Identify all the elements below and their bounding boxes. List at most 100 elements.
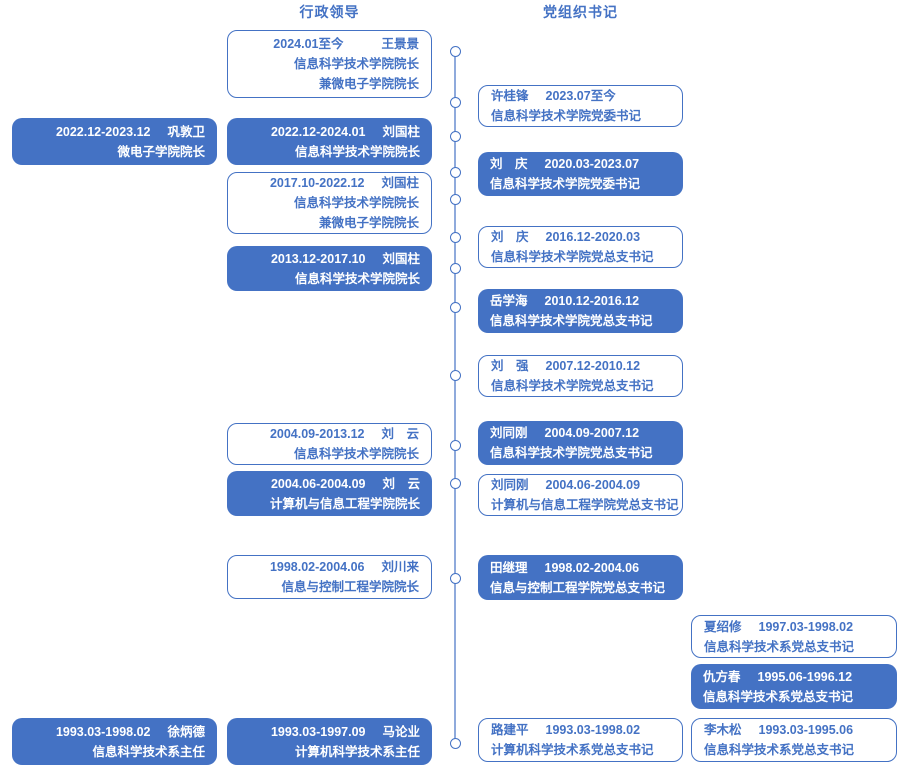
position-title: 计算机与信息工程学院院长 [269, 496, 420, 511]
person-card: 刘同刚 2004.06-2004.09 计算机与信息工程学院党总支书记 [478, 474, 683, 516]
timeline-node [449, 193, 461, 205]
term-dates: 2010.12-2016.12 [544, 294, 640, 308]
position-title: 信息科学技术学院党总支书记 [490, 314, 653, 328]
person-card: 刘 强 2007.12-2010.12 信息科学技术学院党总支书记 [478, 355, 683, 397]
timeline-node [449, 439, 461, 451]
term-dates: 2004.06-2004.09 [270, 476, 366, 491]
person-name: 刘国柱 [382, 251, 420, 266]
person-name: 李木松 [704, 723, 742, 737]
person-card: 2004.09-2013.12 刘 云信息科学技术学院院长 [227, 423, 432, 465]
person-name: 巩敦卫 [167, 124, 205, 139]
term-dates: 2022.12-2024.01 [270, 124, 366, 139]
term-dates: 1998.02-2004.06 [269, 560, 365, 574]
position-title: 信息科学技术学院院长 [293, 447, 419, 461]
position-title: 信息科学技术系党总支书记 [704, 639, 855, 654]
term-dates: 2004.09-2007.12 [544, 426, 640, 440]
timeline-node [449, 96, 461, 108]
person-card: 2004.06-2004.09 刘 云计算机与信息工程学院院长 [227, 471, 432, 516]
person-card: 仇方春 1995.06-1996.12 信息科学技术系党总支书记 [691, 664, 897, 709]
position-title: 计算机与信息工程学院党总支书记 [491, 498, 679, 512]
position-title: 信息与控制工程学院院长 [281, 580, 419, 594]
term-dates: 2022.12-2023.12 [55, 124, 151, 139]
position-title: 信息科学技术系党总支书记 [704, 743, 855, 757]
position-title: 信息科学技术学院院长 [294, 144, 420, 159]
person-name: 刘同刚 [491, 478, 529, 492]
person-name: 刘 云 [381, 427, 419, 441]
term-dates: 2007.12-2010.12 [545, 359, 641, 373]
person-name: 王景景 [381, 37, 419, 51]
timeline-node [449, 45, 461, 57]
party-secretary-header: 党组织书记 [543, 4, 618, 20]
person-name: 刘 强 [491, 359, 529, 373]
person-name: 许桂锋 [491, 89, 529, 103]
position-title: 信息与控制工程学院党总支书记 [490, 580, 666, 595]
person-card: 岳学海 2010.12-2016.12 信息科学技术学院党总支书记 [478, 289, 683, 333]
person-name: 马论业 [382, 724, 420, 739]
term-dates: 1993.03-1995.06 [758, 723, 854, 737]
position-title: 信息科学技术学院党总支书记 [491, 250, 654, 264]
term-dates: 2004.09-2013.12 [269, 427, 365, 441]
position-title: 信息科学技术系党总支书记 [703, 689, 854, 704]
term-dates: 1993.03-1998.02 [545, 723, 641, 737]
person-card: 田继理 1998.02-2004.06 信息与控制工程学院党总支书记 [478, 555, 683, 600]
term-dates: 1995.06-1996.12 [757, 669, 853, 684]
person-name: 路建平 [491, 723, 529, 737]
timeline-node [449, 166, 461, 178]
timeline-line [454, 51, 456, 743]
timeline-node [449, 477, 461, 489]
position-title: 信息科学技术学院党总支书记 [490, 446, 653, 460]
term-dates: 2023.07至今 [545, 89, 616, 103]
term-dates: 1998.02-2004.06 [544, 560, 640, 575]
person-card: 1993.03-1998.02 徐炳德信息科学技术系主任 [12, 718, 217, 765]
timeline-node [449, 130, 461, 142]
person-card: 刘同刚 2004.09-2007.12 信息科学技术学院党总支书记 [478, 421, 683, 465]
person-name: 田继理 [490, 560, 528, 575]
position-title: 兼微电子学院院长 [318, 216, 419, 230]
timeline-node [449, 369, 461, 381]
term-dates: 1993.03-1998.02 [55, 724, 151, 739]
person-card: 2022.12-2023.12 巩敦卫微电子学院院长 [12, 118, 217, 165]
position-title: 信息科学技术学院党委书记 [491, 109, 642, 123]
timeline-node [449, 262, 461, 274]
term-dates: 1997.03-1998.02 [758, 619, 854, 634]
timeline-node [449, 572, 461, 584]
person-name: 徐炳德 [167, 724, 205, 739]
term-dates: 2013.12-2017.10 [270, 251, 366, 266]
position-title: 计算机科学技术系主任 [294, 744, 420, 759]
timeline-node [449, 231, 461, 243]
admin-leaders-header: 行政领导 [299, 4, 360, 20]
person-name: 刘 庆 [491, 230, 529, 244]
term-dates: 2024.01至今 [273, 37, 344, 51]
person-name: 刘 庆 [490, 157, 528, 171]
position-title: 信息科学技术学院院长 [293, 196, 419, 210]
person-card: 2024.01至今 王景景信息科学技术学院院长兼微电子学院院长 [227, 30, 432, 98]
position-title: 信息科学技术学院院长 [293, 57, 419, 71]
person-name: 刘同刚 [490, 426, 528, 440]
person-name: 刘 云 [382, 476, 420, 491]
person-name: 岳学海 [490, 294, 528, 308]
position-title: 微电子学院院长 [117, 144, 205, 159]
person-name: 仇方春 [703, 669, 741, 684]
term-dates: 2017.10-2022.12 [269, 176, 365, 190]
person-card: 夏绍修 1997.03-1998.02 信息科学技术系党总支书记 [691, 615, 897, 658]
term-dates: 1993.03-1997.09 [270, 724, 366, 739]
person-card: 1998.02-2004.06 刘川来信息与控制工程学院院长 [227, 555, 432, 599]
position-title: 信息科学技术系主任 [92, 744, 205, 759]
person-name: 刘川来 [381, 560, 419, 574]
person-card: 李木松 1993.03-1995.06 信息科学技术系党总支书记 [691, 718, 897, 762]
person-card: 2017.10-2022.12 刘国柱信息科学技术学院院长兼微电子学院院长 [227, 172, 432, 234]
person-name: 夏绍修 [704, 619, 742, 634]
person-name: 刘国柱 [381, 176, 419, 190]
person-card: 1993.03-1997.09 马论业计算机科学技术系主任 [227, 718, 432, 765]
position-title: 信息科学技术学院党委书记 [490, 177, 641, 191]
position-title: 兼微电子学院院长 [318, 77, 419, 91]
timeline-node [449, 301, 461, 313]
term-dates: 2004.06-2004.09 [545, 478, 641, 492]
position-title: 信息科学技术学院党总支书记 [491, 379, 654, 393]
